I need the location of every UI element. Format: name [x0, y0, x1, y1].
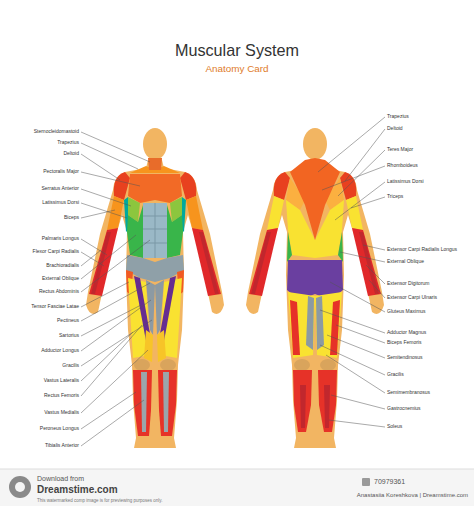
muscle-label: Gluteus Maximus	[387, 309, 426, 314]
logo-mark	[9, 476, 31, 498]
muscle-label: Gracilis	[62, 363, 79, 368]
leader-lines	[81, 132, 152, 446]
muscle-label: Extensor Carpi Ulnaris	[387, 295, 437, 300]
muscle-label: Sartorius	[59, 333, 79, 338]
muscle-label: Serratus Anterior	[41, 186, 79, 191]
muscle-label: Trapezius	[387, 114, 409, 119]
muscle-label: Sternocleidomastoid	[34, 129, 79, 134]
muscle-label: Pectoralis Major	[43, 169, 79, 174]
muscle-label: Adductor Magnus	[387, 330, 426, 335]
muscle-label: Rectus Abdominis	[39, 289, 79, 294]
footer-bar	[0, 469, 474, 506]
muscle-label: Tensor Fasciae Latae	[31, 304, 79, 309]
muscle-label: Pectineus	[57, 318, 79, 323]
muscle-label: Adductor Longus	[41, 348, 79, 353]
muscle-label: Gracilis	[387, 372, 404, 377]
id-icon	[362, 478, 370, 486]
muscle-label: Vastus Medialis	[44, 410, 79, 415]
muscle-label: Flexor Carpi Radialis	[33, 249, 79, 254]
muscle-label: Triceps	[387, 194, 403, 199]
watermark-note: This watermarked comp image is for previ…	[37, 499, 162, 504]
muscle-label: Extensor Digitorum	[387, 281, 430, 286]
muscle-label: Latissimus Dorsi	[42, 200, 79, 205]
muscle-label: Biceps	[64, 215, 79, 220]
muscle-label: External Oblique	[42, 276, 79, 281]
muscle-label: Soleus	[387, 424, 402, 429]
muscle-label: Biceps Femoris	[387, 340, 421, 345]
muscle-label: Rectus Femoris	[44, 393, 79, 398]
muscle-label: Brachioradialis	[46, 263, 79, 268]
watermark-brand: Dreamstime.com	[37, 485, 118, 495]
muscle-label: Vastus Lateralis	[44, 378, 79, 383]
image-id: 70979361	[374, 478, 405, 485]
muscle-label: Tibialis Anterior	[45, 443, 79, 448]
muscle-label: Peroneus Longus	[40, 426, 79, 431]
muscle-label: Rhomboideus	[387, 163, 418, 168]
muscle-label: Palmaris Longus	[42, 236, 79, 241]
muscle-label: Trapezius	[57, 140, 79, 145]
subtitle: Anatomy Card	[0, 64, 474, 74]
muscle-label: Latissimus Dorsi	[387, 179, 424, 184]
muscle-label: Deltoid	[387, 126, 403, 131]
muscle-label: Deltoid	[63, 151, 79, 156]
muscle-label: Semitendinosus	[387, 355, 423, 360]
muscle-label: Semimembranosus	[387, 390, 430, 395]
watermark-text: Download from	[37, 475, 84, 482]
muscle-label: Teres Major	[387, 147, 413, 152]
author-credit: Anastasiia Koreshkova | Dreamstime.com	[357, 492, 468, 498]
muscle-label: External Oblique	[387, 259, 424, 264]
title: Muscular System	[0, 42, 474, 58]
leader-lines	[318, 117, 385, 427]
muscle-label: Extensor Carpi Radialis Longus	[387, 247, 457, 252]
muscle-label: Gastrocnemius	[387, 406, 421, 411]
